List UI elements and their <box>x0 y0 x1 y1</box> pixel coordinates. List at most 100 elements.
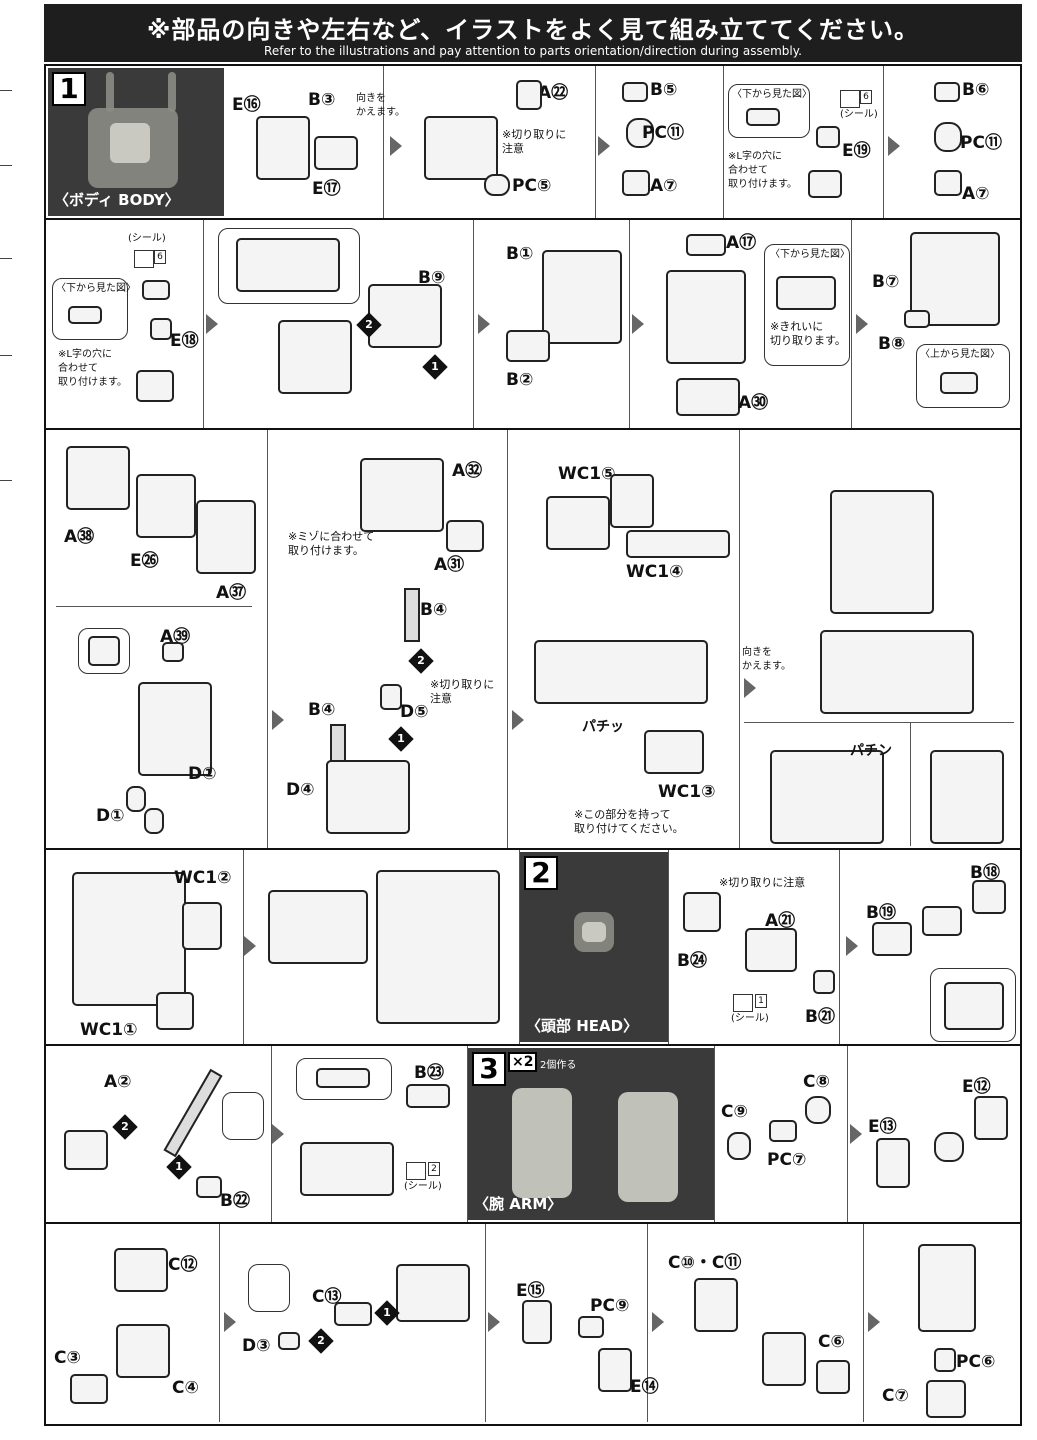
part-label-d1-b: D① <box>96 806 125 826</box>
seal-icon <box>840 90 860 108</box>
part-shape <box>816 1360 850 1394</box>
row-step2-step3: A② 2 1 B㉒ B㉓ 2 (シール) 3 ×2 2個作る 〈腕 ARM〉 <box>46 1046 1020 1224</box>
step-arrow <box>272 710 284 730</box>
part-label-c10-c11: C⑩・C⑪ <box>668 1253 742 1273</box>
order-mark-2: 2 <box>308 1328 334 1354</box>
part-label-e14: E⑭ <box>630 1377 659 1397</box>
part-shape <box>376 870 500 1024</box>
seal-number-6a: 6 <box>860 90 872 104</box>
seal-icon <box>733 994 753 1012</box>
step2-cell-4: B㉓ 2 (シール) <box>286 1046 468 1222</box>
part-shape <box>300 1142 394 1196</box>
step1-cell-6: 6 (シール) 〈下から見た図〉 E⑱ ※L字の穴に 合わせて 取り付けます。 <box>46 220 204 428</box>
part-shape <box>622 82 648 102</box>
note-hold: ※この部分を持って 取り付けてください。 <box>574 808 684 835</box>
part-label-e15: E⑮ <box>516 1281 545 1301</box>
step3-cell-3: C⑫ C③ C④ <box>46 1224 220 1422</box>
part-label-a38: A㊳ <box>64 527 95 547</box>
part-shape <box>872 922 912 956</box>
part-shape <box>424 116 498 180</box>
part-label-b4-a: B④ <box>420 600 448 620</box>
part-label-a7-b: A⑦ <box>962 184 990 204</box>
part-label-a17: A⑰ <box>726 233 757 253</box>
part-label-b22: B㉒ <box>220 1191 250 1211</box>
part-label-a21: A㉑ <box>765 911 796 931</box>
part-label-pc9: PC⑨ <box>590 1296 630 1316</box>
note-lhole-2: ※L字の穴に 合わせて 取り付けます。 <box>58 349 127 388</box>
part-shape <box>762 1332 806 1386</box>
note-from-below-3: 〈下から見た図〉 <box>770 249 850 260</box>
step-number-1: 1 <box>52 72 86 106</box>
step-arrow <box>856 314 868 334</box>
step1-cell-15: WC1② WC1① <box>46 850 244 1044</box>
step3-cell-6: C⑩・C⑪ C⑥ <box>666 1224 864 1422</box>
order-mark-1: 1 <box>422 354 448 380</box>
step-arrow <box>652 1312 664 1332</box>
step1-cell-4: 〈下から見た図〉 6 (シール) E⑲ ※L字の穴に 合わせて 取り付けます。 <box>724 66 884 218</box>
step1-cell-7: B⑨ 2 1 <box>218 220 474 428</box>
part-shape <box>769 1120 797 1142</box>
step-arrow <box>488 1312 500 1332</box>
part-shape <box>746 108 780 126</box>
part-label-e19: E⑲ <box>842 141 871 161</box>
part-label-a37: A㊲ <box>216 583 247 603</box>
step3-cell-2: E⑫ E⑬ <box>864 1046 1018 1222</box>
part-label-a32: A㉜ <box>452 461 483 481</box>
part-shape <box>666 270 746 364</box>
part-shape <box>68 306 102 324</box>
left-margin-strip <box>0 0 14 1440</box>
header-title-en: Refer to the illustrations and pay atten… <box>264 44 802 58</box>
part-shape <box>334 1302 372 1326</box>
step-arrow <box>850 1124 862 1144</box>
part-label-pc5: PC⑤ <box>512 176 552 196</box>
step3-photo-label: 〈腕 ARM〉 <box>474 1195 563 1213</box>
part-shape <box>278 320 352 394</box>
part-label-b6: B⑥ <box>962 80 990 100</box>
part-shape <box>236 238 340 292</box>
part-label-e17: E⑰ <box>312 179 341 199</box>
step1-cell-8: B① B② <box>492 220 630 428</box>
part-shape <box>644 730 704 774</box>
row-step1-d-step2: WC1② WC1① 2 〈頭部 HEAD〉 ※切り取りに注意 A㉑ B㉔ 1 (… <box>46 850 1020 1046</box>
order-mark-2: 2 <box>408 648 434 674</box>
step1-cell-12: A㉜ ※ミゾに合わせて 取り付けます。 A㉛ B④ 2 ※切り取りに 注意 D⑤… <box>286 430 508 848</box>
note-seal-6a: (シール) <box>840 109 878 120</box>
part-shape <box>940 372 978 394</box>
part-shape <box>813 970 835 994</box>
part-shape <box>930 750 1004 844</box>
part-label-b19: B⑲ <box>866 903 896 923</box>
seal-icon <box>406 1162 426 1180</box>
part-shape <box>360 458 444 532</box>
part-label-b5: B⑤ <box>650 80 678 100</box>
step3-cell-5: E⑮ PC⑨ E⑭ <box>502 1224 659 1422</box>
part-shape <box>944 982 1004 1030</box>
step-arrow <box>206 314 218 334</box>
note-from-below-2: 〈下から見た図〉 <box>56 283 136 294</box>
part-label-e12: E⑫ <box>962 1077 991 1097</box>
note-groove: ※ミゾに合わせて 取り付けます。 <box>288 530 375 557</box>
part-shape <box>542 250 622 344</box>
part-label-b8: B⑧ <box>878 334 906 354</box>
part-shape <box>64 1130 108 1170</box>
step-arrow <box>868 1312 880 1332</box>
step3-cell-1: C⑧ C⑨ PC⑦ <box>714 1046 848 1222</box>
step1-cell-10: B⑦ B⑧ 〈上から見た図〉 <box>870 220 1018 428</box>
part-shape <box>404 588 420 642</box>
note-cut-care-head: ※切り取りに注意 <box>719 876 806 889</box>
part-shape <box>922 906 962 936</box>
part-shape <box>808 170 842 198</box>
step-arrow <box>244 936 256 956</box>
part-label-wc1-4: WC1④ <box>626 562 684 582</box>
part-shape <box>516 80 542 110</box>
note-snap-1: パチッ <box>582 719 624 735</box>
row-step1-a: 1 〈ボディ BODY〉 E⑯ B③ E⑰ 向きを かえます。 A㉒ ※切り取り… <box>46 66 1020 220</box>
part-shape <box>745 928 797 972</box>
part-shape <box>136 474 196 538</box>
part-shape <box>626 530 730 558</box>
part-shape <box>126 786 146 812</box>
order-mark-1: 1 <box>388 726 414 752</box>
part-label-wc1-3: WC1③ <box>658 782 716 802</box>
part-label-b1: B① <box>506 244 534 264</box>
part-shape <box>622 170 650 196</box>
part-shape <box>934 170 962 196</box>
